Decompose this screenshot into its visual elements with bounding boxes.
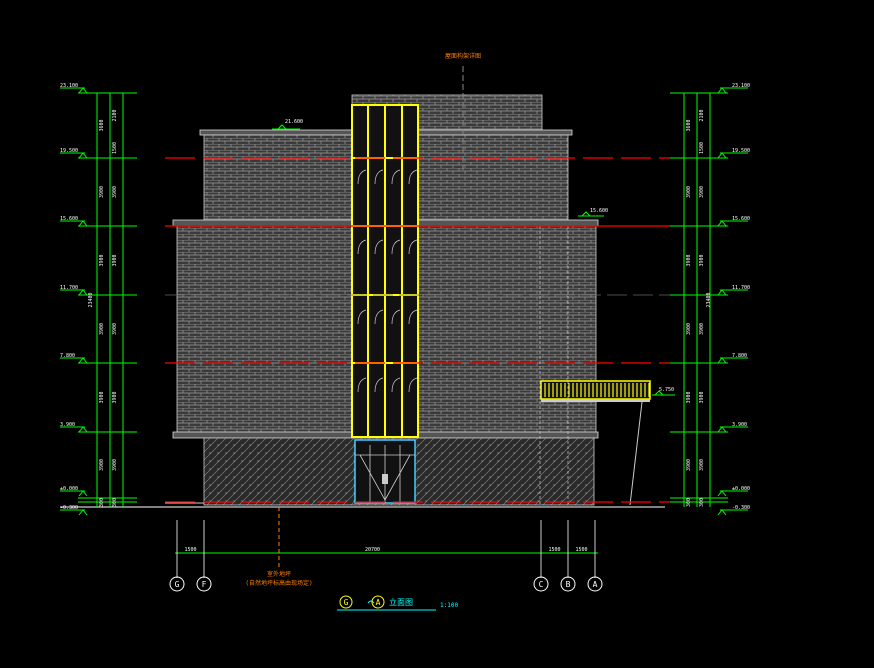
axis-bubble — [169, 576, 185, 592]
level-label: 7.800 — [60, 353, 75, 359]
dim-outer: 3900 — [99, 459, 105, 471]
right-dimension-chain: 23.100 19.500 15.600 11.700 7.800 3.900 ±0.000… — [670, 83, 750, 516]
dim-outer: 3900 — [686, 323, 692, 335]
svg-text:21.600: 21.600 — [285, 119, 303, 125]
svg-text:A: A — [376, 598, 381, 607]
level-label: 23.100 — [732, 83, 750, 89]
total-height: 23400 — [706, 292, 712, 307]
dim-outer: 3900 — [99, 323, 105, 335]
dim-inner: 1500 — [112, 142, 118, 154]
dim-inner: 3900 — [112, 391, 118, 403]
axis-label: B — [566, 580, 571, 589]
axis-bubble — [196, 576, 212, 592]
svg-text:立面图: 立面图 — [389, 597, 413, 607]
axis-dim: 20700 — [365, 547, 380, 553]
ground-note-detail: (自然地坪标高由现场定) — [245, 579, 312, 587]
level-label: 7.800 — [732, 353, 747, 359]
top-note: 屋面构架详图 — [445, 52, 481, 60]
dim-outer: 3900 — [686, 459, 692, 471]
axis-dim: 1500 — [575, 547, 587, 553]
dim-inner: 3900 — [112, 186, 118, 198]
dim-inner: 3900 — [112, 459, 118, 471]
dim-inner: 2100 — [112, 109, 118, 121]
dim-inner: 3900 — [112, 323, 118, 335]
dim-outer: 3900 — [99, 186, 105, 198]
dim-inner: 2100 — [699, 109, 705, 121]
dim-inner: 3900 — [699, 459, 705, 471]
balcony-railing — [540, 380, 651, 402]
svg-text:5.750: 5.750 — [659, 387, 674, 393]
dim-outer: 300 — [99, 498, 105, 507]
side-level-marker: 15.600 — [578, 208, 608, 217]
dim-inner: 3900 — [699, 254, 705, 266]
level-label: 15.600 — [732, 216, 750, 222]
total-height: 23400 — [88, 292, 94, 307]
entrance-door[interactable] — [354, 439, 416, 504]
svg-text:G: G — [344, 598, 349, 607]
building — [165, 94, 651, 506]
dim-inner: 3900 — [699, 186, 705, 198]
level-label: ±0.000 — [732, 486, 750, 492]
level-label: 19.500 — [60, 148, 78, 154]
axis-label: C — [539, 580, 544, 589]
axis-bubble — [587, 576, 603, 592]
dim-inner: 300 — [699, 498, 705, 507]
axis-dim: 1500 — [548, 547, 560, 553]
drawing-scale: 1:100 — [440, 602, 458, 609]
roof-level-marker: 21.600 — [272, 119, 303, 130]
axis-bubble — [560, 576, 576, 592]
dim-outer: 3900 — [686, 391, 692, 403]
axis-dim: 1500 — [184, 547, 196, 553]
axis-label: A — [593, 580, 598, 589]
svg-text:15.600: 15.600 — [590, 208, 608, 214]
dim-outer: 300 — [686, 498, 692, 507]
dim-outer: 3900 — [686, 254, 692, 266]
level-label: 15.600 — [60, 216, 78, 222]
left-dimension-chain: 23.100 19.500 15.600 11.700 7.800 3.900 ±0.000… — [60, 83, 137, 516]
dim-inner: 300 — [112, 498, 118, 507]
dim-inner: 3900 — [699, 323, 705, 335]
balcony-level-marker: 5.750 — [652, 387, 675, 396]
dim-outer: 3600 — [99, 119, 105, 131]
glass-curtain-wall — [351, 104, 419, 438]
level-label: 11.700 — [732, 285, 750, 291]
level-label: 19.500 — [732, 148, 750, 154]
level-label: ±0.000 — [60, 486, 78, 492]
axis-label: G — [175, 580, 180, 589]
ground-note: 室外地坪 — [267, 570, 291, 578]
level-label: -0.300 — [60, 505, 78, 511]
dim-outer: 3900 — [99, 254, 105, 266]
level-label: -0.300 — [732, 505, 750, 511]
level-label: 11.700 — [60, 285, 78, 291]
dim-inner: 3900 — [699, 391, 705, 403]
axis-bubble — [533, 576, 549, 592]
level-label: 3.900 — [60, 422, 75, 428]
dim-outer: 3900 — [686, 186, 692, 198]
axis-label: F — [202, 580, 207, 589]
level-label: 3.900 — [732, 422, 747, 428]
drawing-title: G A 立面图 1:100 — [337, 595, 458, 611]
floor-level-lines — [165, 157, 670, 503]
dim-inner: 3900 — [112, 254, 118, 266]
dim-outer: 3600 — [686, 119, 692, 131]
dim-inner: 1500 — [699, 142, 705, 154]
dim-outer: 3900 — [99, 391, 105, 403]
level-label: 23.100 — [60, 83, 78, 89]
